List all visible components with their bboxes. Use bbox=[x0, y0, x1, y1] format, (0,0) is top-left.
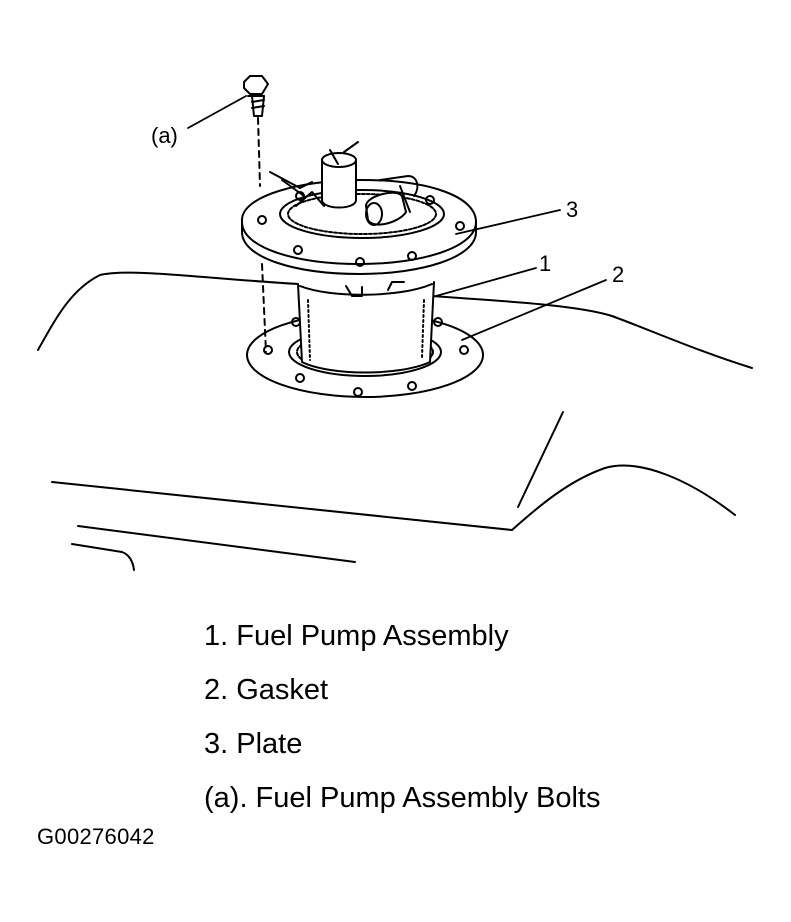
bolt-icon bbox=[243, 75, 269, 353]
callout-3: 3 bbox=[566, 197, 578, 222]
legend-item-gasket: 2. Gasket bbox=[204, 674, 329, 706]
leader-lines bbox=[187, 95, 607, 341]
callout-a: (a) bbox=[151, 123, 178, 148]
mounting-plate bbox=[241, 179, 477, 275]
parts-legend: 1. Fuel Pump Assembly 2. Gasket 3. Plate… bbox=[204, 609, 600, 825]
fuel-pump-assembly bbox=[297, 281, 435, 374]
legend-item-bolts: (a). Fuel Pump Assembly Bolts bbox=[204, 782, 601, 814]
legend-item-plate: 3. Plate bbox=[204, 728, 303, 760]
fuel-line-fittings bbox=[269, 141, 419, 226]
legend-item-fuel-pump: 1. Fuel Pump Assembly bbox=[204, 620, 509, 652]
callout-2: 2 bbox=[612, 262, 624, 287]
callout-1: 1 bbox=[539, 251, 551, 276]
figure-id: G00276042 bbox=[37, 824, 155, 849]
fuel-tank-outline bbox=[37, 271, 753, 571]
